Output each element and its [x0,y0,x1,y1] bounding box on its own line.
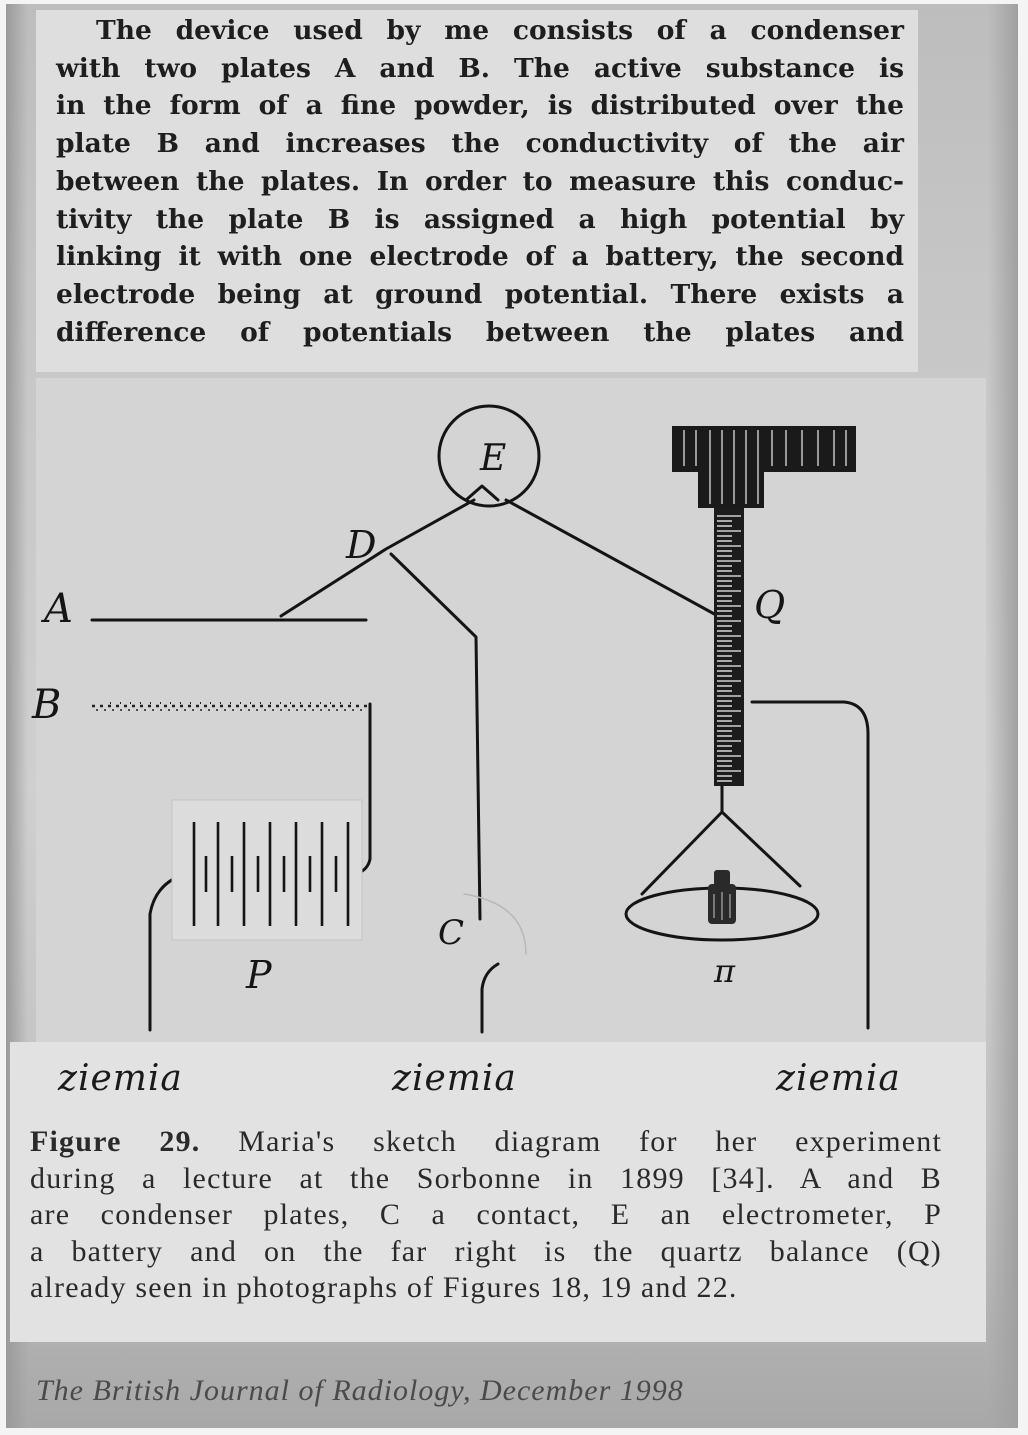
caption-line: during a lecture at the Sorbonne in 1899… [30,1161,942,1195]
caption-line: are condenser plates, C a contact, E an … [30,1198,942,1231]
quoted-text-box [36,10,918,372]
quoted-line: tivity the plate B is assigned a high po… [56,203,904,235]
quartz-rod [714,508,744,786]
balance-suspension-wires [640,782,802,896]
experiment-sketch-diagram: E D A B Q C P π [31,404,870,1034]
ground-label-center: ziemia [392,1058,517,1099]
contact-c-ground-wire [480,962,500,1034]
condenser-plate-b [92,702,370,711]
caption-line: a battery and on the far right is the qu… [30,1234,942,1268]
label-c: C [438,913,464,953]
figure-label: Figure 29. [30,1125,201,1158]
journal-citation: The British Journal of Radiology, Decemb… [36,1374,684,1407]
quoted-line: in the form of a fine powder, is distrib… [56,90,904,122]
ground-label-left: ziemia [58,1058,183,1099]
wire-d-to-contact [389,552,482,921]
label-q: Q [754,583,785,627]
electrometer-circle [437,404,541,508]
quoted-paragraph: The device used by me consists of a cond… [56,12,904,351]
caption-box [10,1042,986,1342]
quoted-line: The device used by me consists of a cond… [96,15,904,46]
quoted-line: plate B and increases the conductivity o… [56,128,904,160]
quartz-balance-clamp [672,426,856,508]
scan-shadow-right [988,4,1018,1428]
caption-line-text: Maria's sketch diagram for her experimen… [238,1125,943,1158]
battery-p [171,799,363,941]
quoted-line: difference of potentials between the pla… [56,316,904,348]
balance-weight [708,870,736,924]
ground-label-right: ziemia [776,1058,901,1099]
label-a: A [40,586,73,632]
figure-caption: Figure 29. Maria's sketch diagram for he… [30,1124,942,1307]
caption-line: already seen in photographs of Figures 1… [30,1271,738,1304]
label-b: B [31,682,61,728]
label-e: E [479,438,506,479]
quoted-line: linking it with one electrode of a batte… [56,241,904,273]
label-d: D [345,523,376,567]
wire-e-to-balance [504,498,720,618]
label-p: P [245,953,273,997]
caption-line: Figure 29. Maria's sketch diagram for he… [30,1124,942,1161]
electrometer-contact [464,484,500,502]
contact-c-faint-arc [463,893,527,955]
wire-e-to-plate-a [279,498,476,618]
label-pi: π [713,952,736,990]
quoted-line: with two plates A and B. The active subs… [56,52,904,84]
balance-ground-wire [750,700,870,1030]
quoted-line: electrode being at ground potential. The… [56,278,904,310]
quoted-line: between the plates. In order to measure … [56,165,904,197]
